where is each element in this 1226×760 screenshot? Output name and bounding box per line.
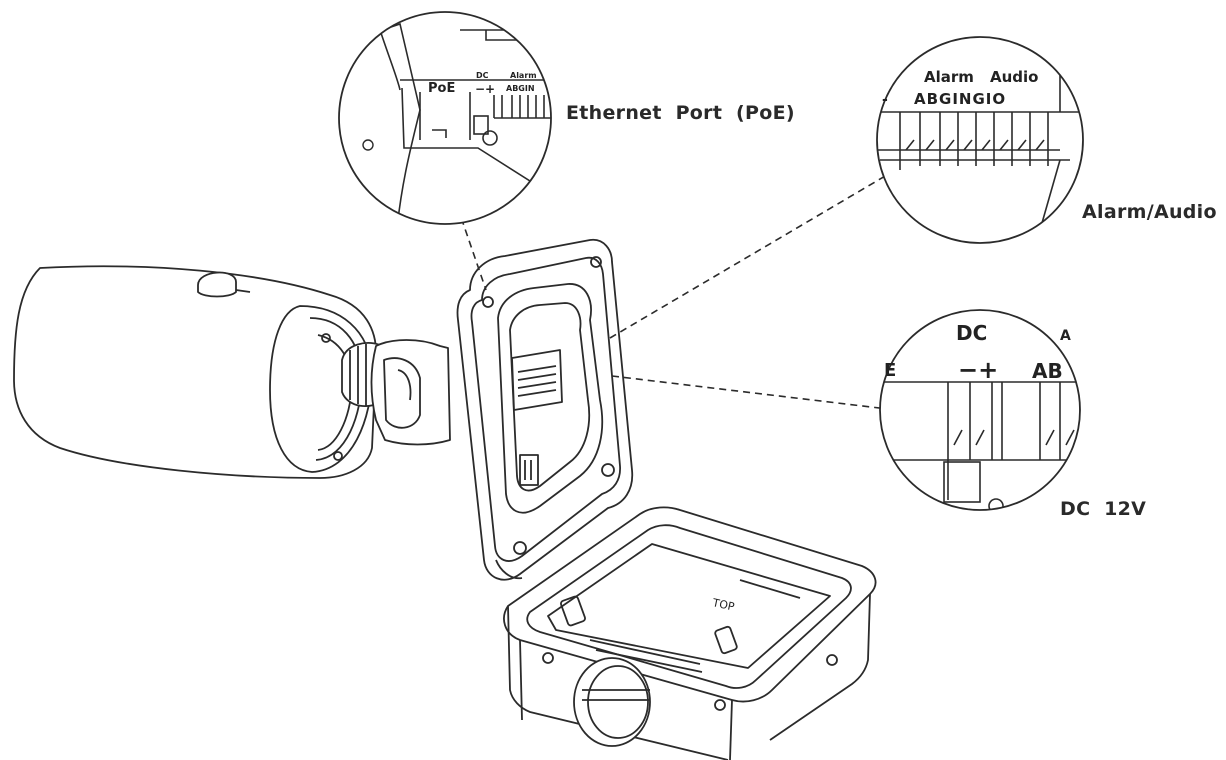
- dc-edge-right: A: [1060, 328, 1071, 344]
- zoom-circle-dc: DC −+ AB E A: [879, 309, 1081, 511]
- poe-dc-label: DC: [476, 71, 489, 80]
- dc-ab-pins: AB: [1032, 359, 1063, 383]
- camera-body: [13, 265, 451, 479]
- dc-header: DC: [956, 321, 987, 345]
- poe-alarm-label: Alarm: [510, 71, 537, 80]
- dc-edge-left: E: [884, 360, 896, 381]
- dc-polarity: −+: [958, 356, 998, 384]
- poe-label: PoE: [428, 81, 455, 96]
- ethernet-port-label: Ethernet Port (PoE): [566, 102, 795, 124]
- leader-alarm: [609, 171, 893, 339]
- junction-box-base: [503, 506, 877, 760]
- alarm-audio-label: Alarm/Audio: [1082, 201, 1217, 223]
- base-top-marking: TOP: [710, 596, 736, 614]
- dc-12v-label: DC 12V: [1060, 498, 1147, 520]
- junction-box-lid: [456, 238, 634, 581]
- poe-polarity-label: −+: [475, 82, 495, 96]
- audio-header: Audio: [990, 68, 1038, 86]
- alarm-left-mark: -: [882, 92, 888, 108]
- alarm-header: Alarm: [924, 68, 974, 86]
- zoom-circle-alarm-audio: Alarm Audio ABGINGIO -: [876, 36, 1084, 244]
- alarm-audio-pins: ABGINGIO: [914, 90, 1006, 108]
- zoom-circle-poe: PoE DC −+ Alarm ABGIN: [338, 11, 552, 225]
- poe-alarm-pins: ABGIN: [506, 84, 535, 93]
